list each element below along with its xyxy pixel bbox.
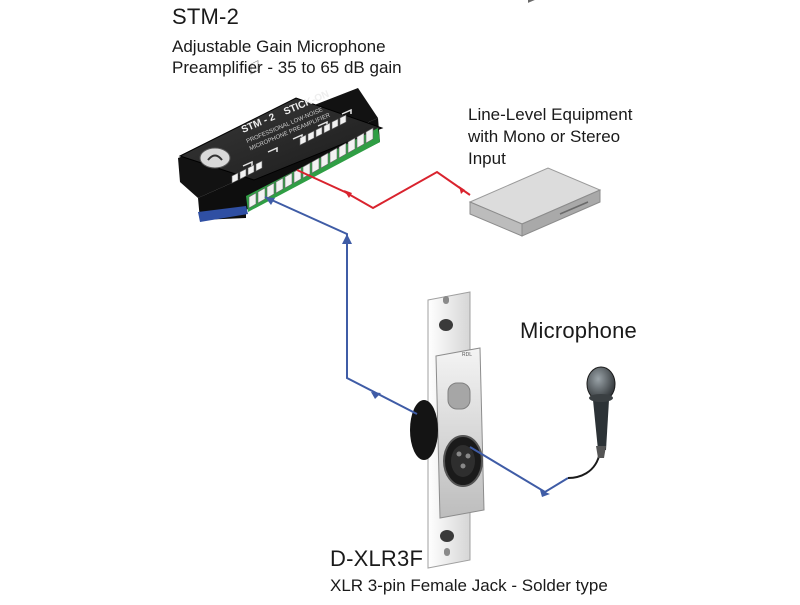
microphone-label: Microphone [520,318,637,343]
microphone-illustration [567,366,616,479]
stm2-desc-line2: Preamplifier - 35 to 65 dB gain [172,58,402,77]
line-level-line1: Line-Level Equipment [468,105,633,124]
svg-text:RDL: RDL [462,352,472,358]
stm2-desc-line1: Adjustable Gain Microphone [172,37,386,56]
stm2-title: STM-2 [172,4,239,29]
stm2-module: STM - 2 STICK-ON PROFESSIONAL LOW-NOISE … [178,60,384,222]
line-level-line2: with Mono or Stereo [468,127,621,146]
dxlr3f-wallplate: RDL [410,291,485,569]
dxlr3f-title: D-XLR3F [330,546,424,571]
dxlr3f-desc: XLR 3-pin Female Jack - Solder type [330,576,608,595]
line-level-line3: Input [468,149,506,168]
line-level-equipment-box [468,0,602,237]
output-wire [296,169,471,210]
input-wire [264,196,569,497]
